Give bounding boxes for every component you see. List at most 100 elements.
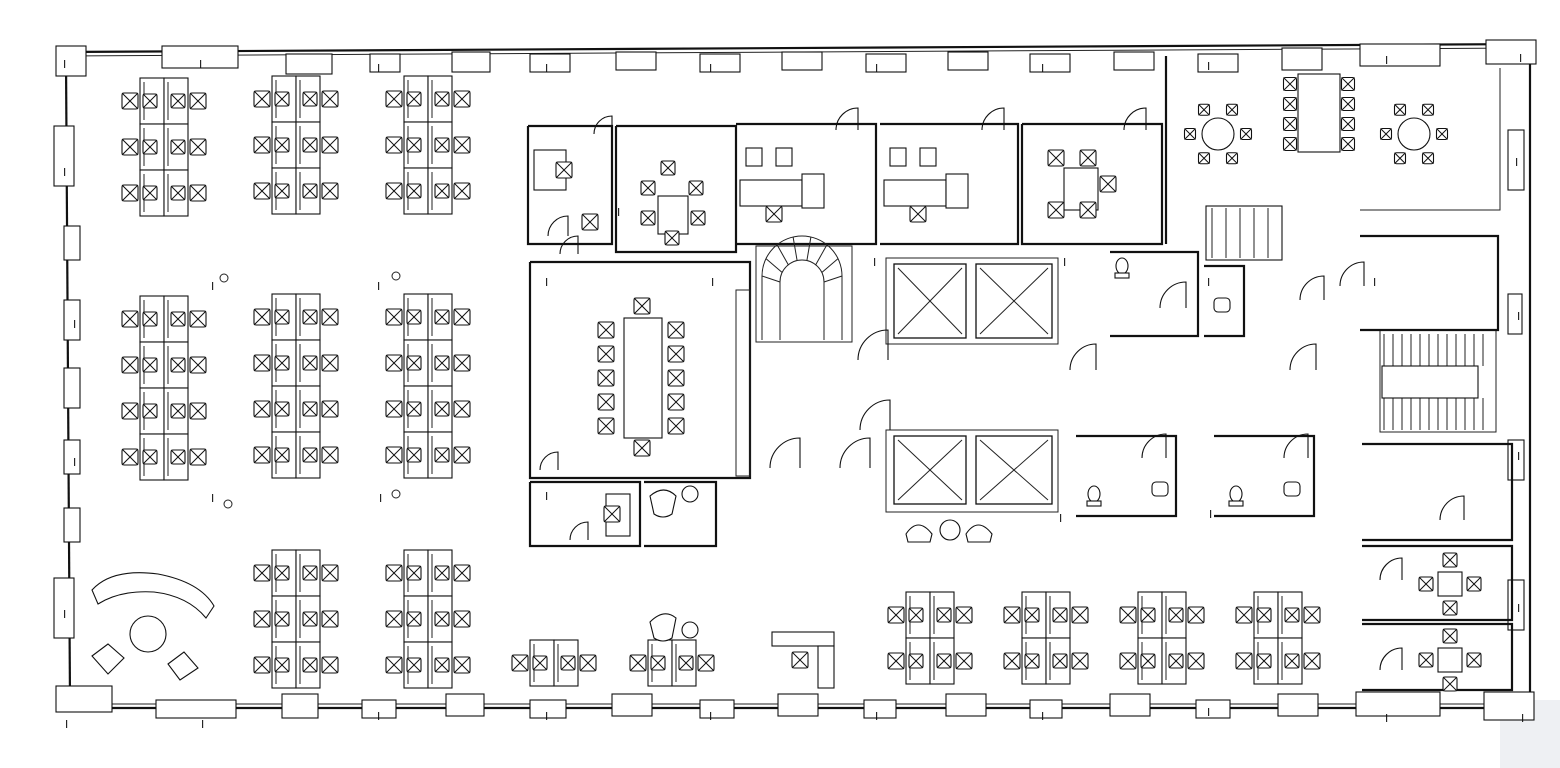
- pier-top-7: [699, 53, 741, 73]
- workstation-chair-icon: [1052, 653, 1068, 669]
- workstation-chair-icon: [253, 136, 271, 154]
- workstation-chair-icon: [302, 447, 318, 463]
- marker-label: I: [545, 62, 548, 75]
- chair-line-b: [434, 183, 450, 199]
- marker-label: I: [377, 62, 380, 75]
- sofa-icon: [91, 572, 215, 619]
- pier-bottom-5: [529, 699, 567, 719]
- workstation-chair-icon: [1303, 606, 1321, 624]
- office-4: [528, 480, 642, 548]
- marker-label: I: [617, 206, 620, 219]
- chair-line-b: [453, 610, 471, 628]
- sink-icon: [1283, 481, 1301, 497]
- restroom-north: [1110, 250, 1200, 338]
- workstation-chair-icon: [406, 91, 422, 107]
- workstation-chair-icon: [406, 611, 422, 627]
- pier-top-0: [55, 45, 87, 77]
- cluster-b1: [121, 295, 207, 481]
- marker-label: I: [63, 58, 66, 71]
- stair-tread: [761, 275, 781, 283]
- chair-line-b: [434, 447, 450, 463]
- marker-label: I: [1385, 54, 1388, 67]
- chair-line-b: [302, 565, 318, 581]
- chair-line-b: [321, 656, 339, 674]
- chair-line-b: [597, 321, 615, 339]
- chair-line-b: [406, 183, 422, 199]
- chair-line-b: [1283, 77, 1297, 91]
- marker-label: I: [545, 710, 548, 723]
- meeting-room-2: [1020, 122, 1164, 246]
- marker-label: I: [1517, 602, 1520, 615]
- chair-line-b: [597, 417, 615, 435]
- workstation-chair-icon: [1418, 652, 1434, 668]
- chair-line-b: [1226, 103, 1238, 116]
- marker-label: I: [1063, 256, 1066, 269]
- chair-line-b: [667, 345, 685, 363]
- chair-line-b: [667, 369, 685, 387]
- chair-line-b: [385, 182, 403, 200]
- door-swing-icon: [1069, 343, 1097, 371]
- workstation-chair-icon: [406, 355, 422, 371]
- workstation-chair-icon: [650, 655, 666, 671]
- workstation-chair-icon: [142, 139, 158, 155]
- pier-left-3: [63, 367, 81, 409]
- workstation-chair-icon: [385, 90, 403, 108]
- workstation-chair-icon: [1466, 652, 1482, 668]
- cluster-a3: [385, 75, 471, 215]
- workstation-chair-icon: [121, 402, 139, 420]
- workstation-chair-icon: [142, 403, 158, 419]
- workstation-chair-icon: [274, 309, 290, 325]
- chair-line-b: [189, 92, 207, 110]
- chair-line-b: [453, 564, 471, 582]
- east-office-2: [1362, 622, 1514, 692]
- workstation-chair-icon: [1079, 149, 1097, 167]
- elevator-x-b: [979, 267, 1049, 335]
- workstation-chair-icon: [434, 183, 450, 199]
- workstation-chair-icon: [667, 321, 685, 339]
- pier-bottom-12: [1109, 693, 1151, 717]
- chair-line-b: [690, 210, 706, 226]
- sink-icon: [1213, 297, 1231, 313]
- workstation-chair-icon: [1140, 607, 1156, 623]
- chair-line-b: [887, 606, 905, 624]
- rooms-furniture: [91, 73, 1482, 692]
- workstation-chair-icon: [321, 400, 339, 418]
- door-swing-icon: [1379, 647, 1403, 671]
- workstation-chair-icon: [121, 356, 139, 374]
- chair-line-b: [640, 210, 656, 226]
- pier-bottom-7: [699, 699, 735, 719]
- pier-left-5: [63, 507, 81, 543]
- chair-line-b: [170, 311, 186, 327]
- workstation-chair-icon: [170, 139, 186, 155]
- door-swing-icon: [1379, 557, 1403, 581]
- chair-line-b: [406, 355, 422, 371]
- workstation-chair-icon: [274, 355, 290, 371]
- chair-line-b: [189, 184, 207, 202]
- chair-line-b: [1235, 652, 1253, 670]
- workstation-chair-icon: [633, 439, 651, 457]
- workstation-chair-icon: [121, 92, 139, 110]
- meeting-table-1: [657, 195, 689, 235]
- chair-line-b: [253, 354, 271, 372]
- marker-label: I: [1207, 706, 1210, 719]
- workstation-chair-icon: [189, 310, 207, 328]
- office-desk: [739, 179, 803, 207]
- chair-line-b: [121, 356, 139, 374]
- lounge-nook: [644, 480, 718, 548]
- workstation-chair-icon: [1256, 607, 1272, 623]
- east-office-1: [1362, 544, 1514, 622]
- chair-line-b: [1071, 606, 1089, 624]
- chair-line-b: [434, 137, 450, 153]
- lounge-chair-icon: [91, 643, 125, 675]
- workstation-chair-icon: [1183, 127, 1197, 141]
- chair-line-b: [321, 446, 339, 464]
- workstation-chair-icon: [560, 655, 576, 671]
- workstation-chair-icon: [1235, 652, 1253, 670]
- credenza: [735, 289, 751, 477]
- pier-top-12: [1113, 51, 1155, 71]
- chair-line-b: [274, 565, 290, 581]
- workstation-chair-icon: [555, 161, 573, 179]
- chair-line-b: [142, 185, 158, 201]
- workstation-chair-icon: [1024, 653, 1040, 669]
- pier-top-8: [781, 51, 823, 71]
